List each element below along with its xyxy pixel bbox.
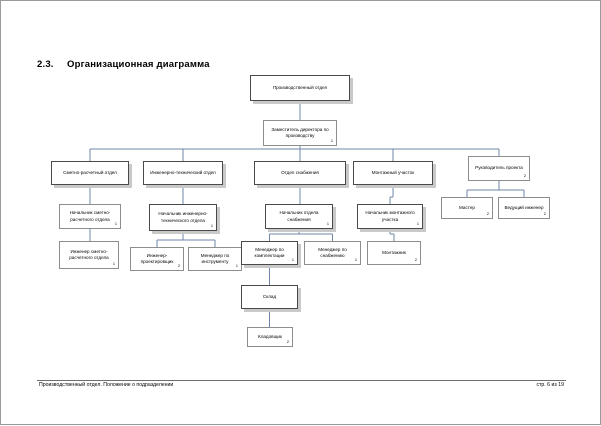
org-node: Менеджер по комплектации 1: [241, 241, 298, 265]
org-node-count: 1: [210, 223, 213, 228]
org-node-label: Начальник инженерно-технического отдела: [158, 211, 208, 223]
org-node-label: Инженер-проектировщик: [140, 252, 174, 264]
org-node-label: Менеджер по снабжению: [318, 246, 347, 258]
org-node-label: Менеджер по комплектации: [254, 246, 285, 258]
org-node-label: Заместитель директора по производству: [271, 126, 329, 138]
org-node-label: Инженер сметно-расчетного отдела: [69, 248, 109, 260]
org-node-count: 1: [326, 221, 329, 226]
org-node-label: Сметно-расчетный отдел: [63, 169, 117, 175]
org-node: Производственный отдел: [250, 75, 350, 101]
org-node-label: Монтажный участок: [371, 169, 415, 175]
org-node-label: Отдел снабжения: [281, 169, 319, 175]
org-node-label: Ведущий инженер: [504, 204, 544, 210]
section-number: 2.3.: [37, 59, 54, 70]
org-node-label: Склад: [262, 293, 277, 299]
footer-left-text: Производственный отдел. Положение о подр…: [39, 382, 174, 388]
org-node-count: 1: [235, 263, 238, 268]
org-node: Склад: [241, 285, 298, 309]
org-node: Начальник отдела снабжения 1: [265, 204, 333, 229]
org-node: Сметно-расчетный отдел: [51, 161, 129, 185]
section-title: Организационная диаграмма: [67, 59, 210, 70]
org-node: Инженерно-технический отдел: [143, 161, 223, 185]
page-footer: Производственный отдел. Положение о подр…: [37, 380, 566, 394]
org-node-count: 2: [414, 257, 417, 262]
footer-page-number: стр. 6 из 19: [536, 382, 564, 388]
org-node-label: Начальник монтажного участка: [365, 210, 415, 222]
org-node-count: 1: [330, 138, 333, 143]
org-node-count: 2: [543, 211, 546, 216]
org-node-label: Начальник отдела снабжения: [279, 210, 319, 222]
org-node-label: Инженерно-технический отдел: [150, 169, 216, 175]
org-node-count: 2: [523, 173, 526, 178]
org-node-label: Начальник сметно-расчетного отдела: [69, 210, 111, 222]
org-node-count: 1: [114, 221, 117, 226]
org-node-label: Руководитель проекта: [475, 165, 523, 171]
page-title: 2.3. Организационная диаграмма: [37, 59, 210, 70]
org-node-label: Кладовщик: [258, 333, 282, 339]
org-node-count: 1: [291, 257, 294, 262]
org-node: Монтажник 2: [367, 241, 421, 265]
org-node: Менеджер по инструменту 1: [188, 247, 242, 271]
org-node-count: 2: [486, 211, 489, 216]
org-node-count: 1: [354, 257, 357, 262]
org-node-count: 1: [112, 261, 115, 266]
org-node-label: Менеджер по инструменту: [200, 252, 230, 264]
org-node-label: Монтажник: [382, 249, 406, 255]
org-node: Менеджер по снабжению 1: [304, 241, 361, 265]
org-node-count: 2: [286, 339, 289, 344]
org-node: Монтажный участок: [353, 161, 433, 185]
org-node-count: 1: [416, 221, 419, 226]
org-node-count: 2: [177, 263, 180, 268]
org-node: Отдел снабжения: [254, 161, 346, 185]
org-node-label: Мастер: [459, 204, 475, 210]
org-node: Кладовщик 2: [247, 327, 293, 347]
org-node-label: Производственный отдел: [272, 84, 328, 90]
org-node: Мастер 2: [441, 197, 493, 219]
